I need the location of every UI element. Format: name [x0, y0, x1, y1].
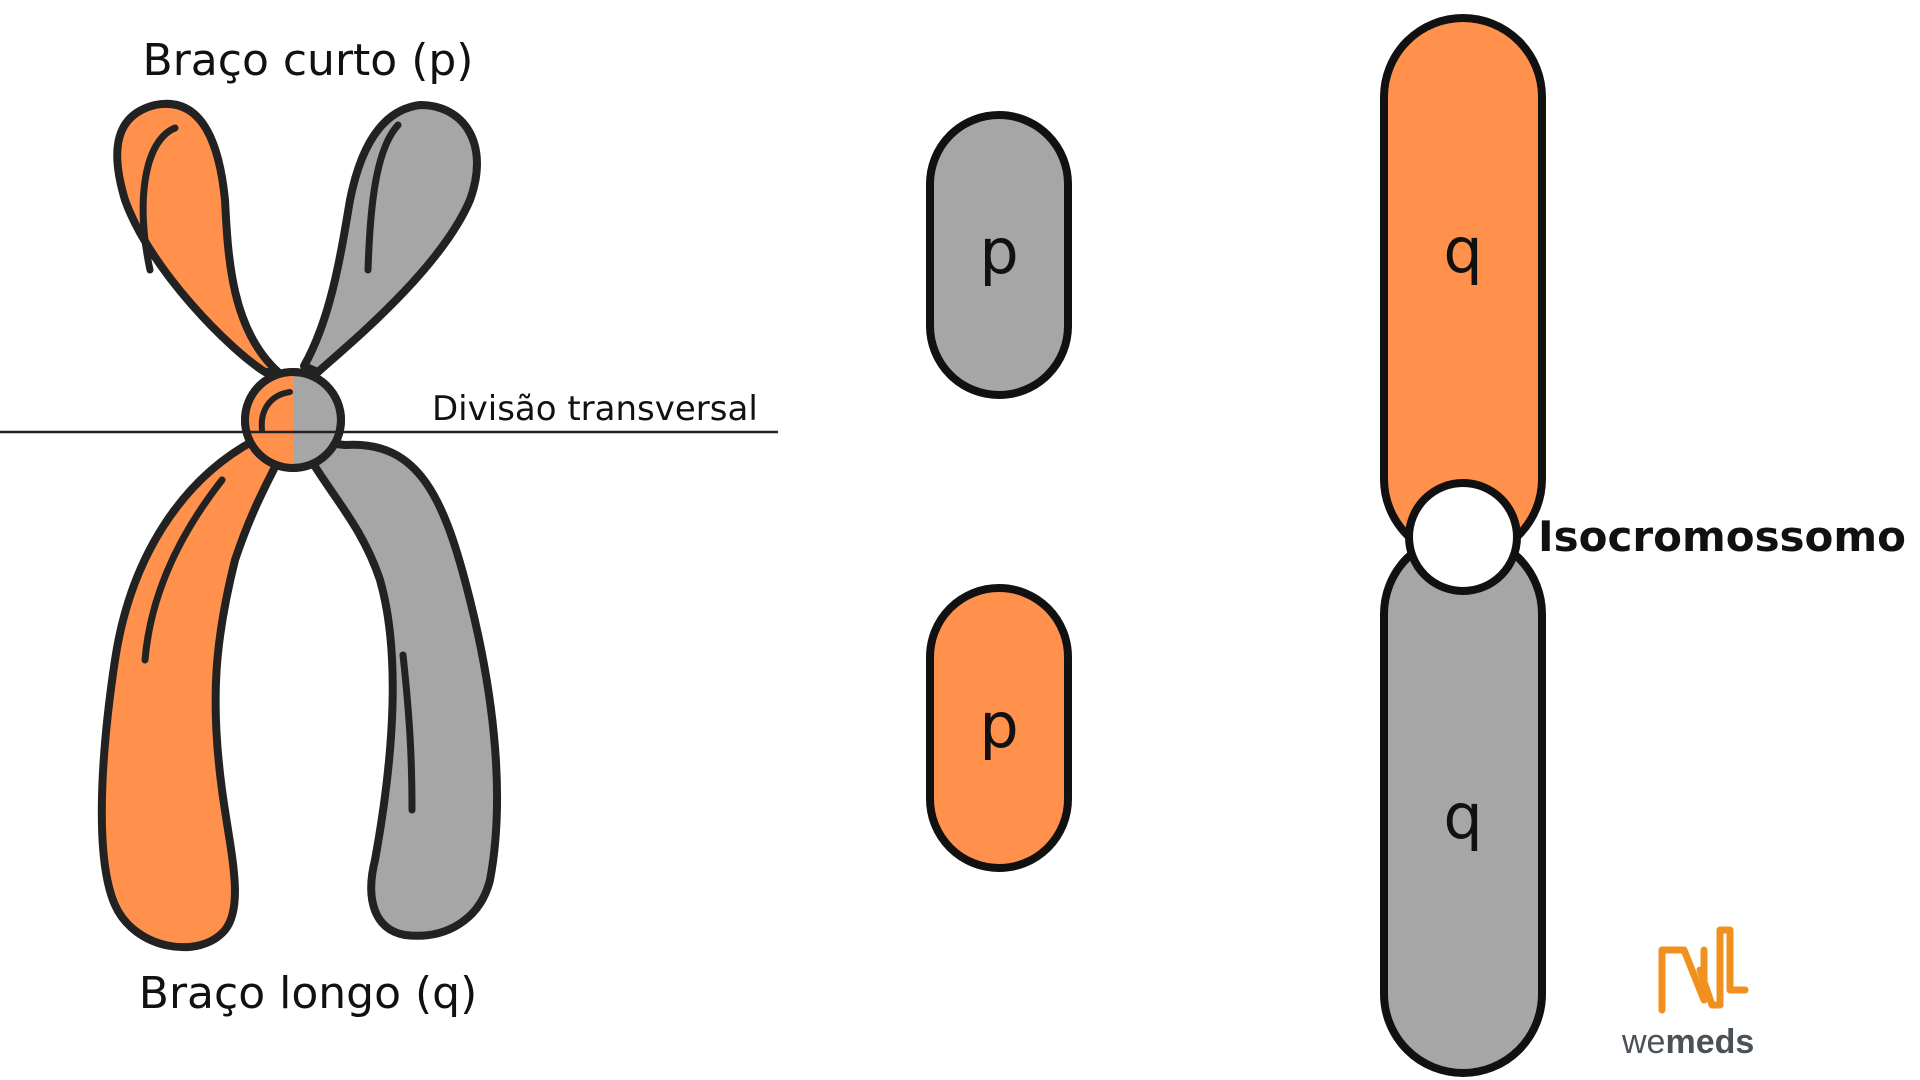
fragment-p-gray: p — [926, 111, 1072, 399]
upper-right-arm — [300, 101, 481, 376]
isochromosome: q q — [1380, 14, 1546, 1077]
iso-centromere — [1405, 479, 1521, 595]
iso-bottom-arm-label: q — [1443, 780, 1482, 853]
fragment-p-gray-label: p — [979, 215, 1018, 288]
upper-left-arm — [113, 99, 282, 376]
highlight-upper-left — [139, 124, 179, 274]
iso-top-arm-label: q — [1443, 214, 1482, 287]
fragment-p-orange-label: p — [979, 689, 1018, 762]
lower-left-arm — [97, 436, 292, 952]
highlight-lower-right — [399, 651, 416, 814]
short-arm-label: Braço curto (p) — [143, 35, 474, 86]
wemeds-logo-mark — [1658, 926, 1749, 1014]
long-arm-label: Braço longo (q) — [139, 968, 477, 1019]
highlight-centromere — [258, 389, 293, 433]
wemeds-logo: wemeds — [1621, 926, 1754, 1061]
isochromosome-label: Isocromossomo — [1538, 512, 1906, 561]
wemeds-logo-text: wemeds — [1621, 1023, 1754, 1061]
fragment-p-orange: p — [926, 584, 1072, 872]
x-chromosome — [97, 99, 502, 952]
division-label: Divisão transversal — [432, 389, 758, 429]
iso-top-arm — [1380, 14, 1546, 562]
highlight-upper-right — [364, 121, 402, 274]
lower-right-arm — [296, 436, 502, 940]
highlight-lower-left — [141, 476, 226, 664]
